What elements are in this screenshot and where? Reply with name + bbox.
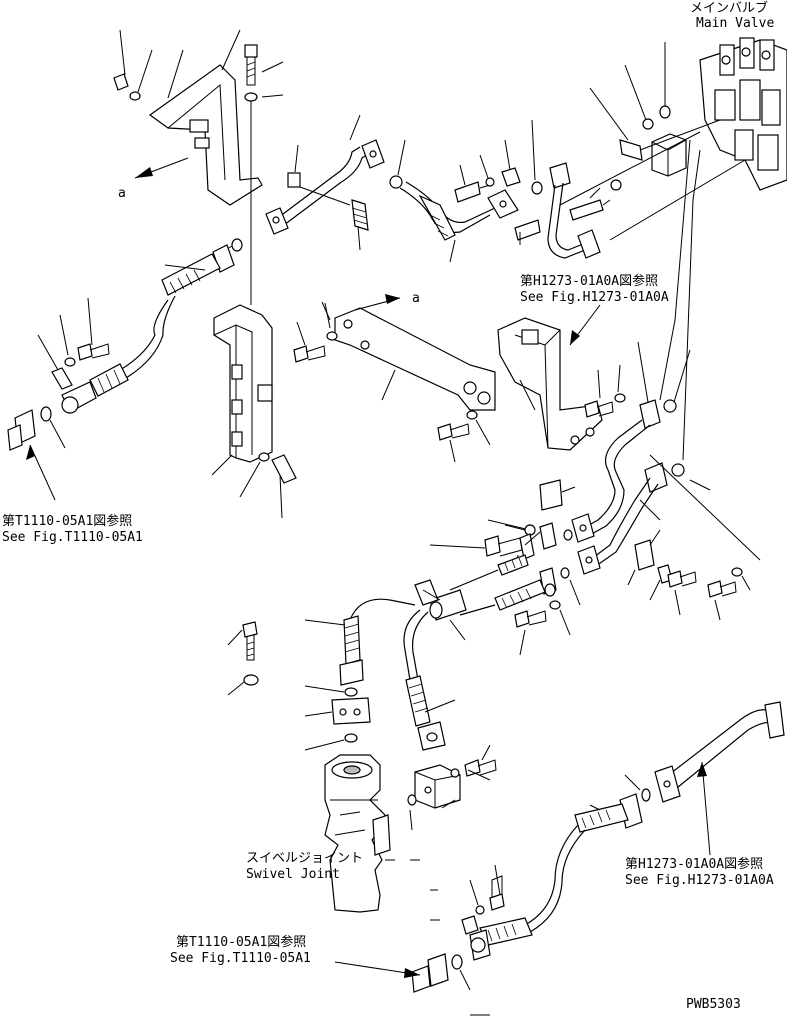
left-bolts — [37, 297, 110, 390]
drawing-number: PWB5303 — [686, 997, 741, 1012]
swivel-joint-label-jp: スイベルジョイント — [246, 851, 363, 866]
top-bolt — [244, 44, 284, 305]
u-pipe-upper — [547, 162, 622, 259]
view-a-label-right: a — [412, 291, 420, 306]
swivel-hoses — [304, 598, 456, 751]
ref-t1110-left-jp: 第T1110-05A1図参照 — [2, 513, 132, 529]
ref-arrowhead-bottom-right — [697, 762, 707, 777]
lower-flange-fitting — [411, 953, 471, 993]
top-clamps — [287, 144, 369, 251]
ref-t1110-left-en: See Fig.T1110-05A1 — [2, 530, 143, 545]
ref-arrowhead-left — [26, 445, 35, 460]
lower-bolts — [430, 864, 505, 935]
swivel-joint-label-en: Swivel Joint — [246, 867, 340, 882]
left-upper-hose — [61, 244, 235, 414]
lower-hose — [469, 793, 643, 961]
vertical-bracket — [211, 304, 297, 519]
ref-h1273-bottom-en: See Fig.H1273-01A0A — [625, 873, 774, 888]
ref-t1110-bottom-jp: 第T1110-05A1図参照 — [176, 934, 306, 950]
ref-h1273-bottom-jp: 第H1273-01A0A図参照 — [625, 856, 763, 872]
valve-block — [651, 133, 687, 177]
right-bracket-bolts — [584, 364, 626, 418]
center-hoses — [414, 554, 581, 656]
top-bracket — [113, 29, 263, 206]
ref-arrowhead-top — [570, 330, 580, 345]
ref-t1110-bottom-en: See Fig.T1110-05A1 — [170, 951, 311, 966]
right-lower-block — [407, 744, 497, 831]
main-valve-label-en: Main Valve — [696, 16, 774, 31]
ref-arrowhead-bottom-left — [404, 968, 420, 978]
main-valve-label-jp: メインバルブ — [690, 0, 768, 16]
center-plate-bolts — [293, 302, 491, 463]
view-a-label-left: a — [118, 186, 126, 201]
center-clamp-bolts — [429, 519, 573, 560]
view-a-arrowhead-right — [385, 294, 400, 304]
center-long-plate — [321, 301, 496, 411]
view-a-arrowhead-left — [135, 167, 153, 178]
right-steel-pipes — [571, 139, 761, 575]
swivel-joint — [324, 754, 391, 913]
lower-right-pipe — [624, 701, 785, 803]
center-upper-hose — [399, 119, 543, 263]
swivel-upper-blocks — [227, 621, 371, 751]
right-bracket — [497, 317, 603, 451]
ref-h1273-top-en: See Fig.H1273-01A0A — [520, 290, 669, 305]
ref-arrow-left — [29, 444, 56, 501]
left-flange-fitting — [7, 406, 66, 451]
main-valve — [699, 37, 787, 191]
ref-arrow-bottom-right — [701, 761, 711, 856]
upper-steel-pipe — [224, 114, 406, 252]
right-clamps — [539, 479, 751, 621]
valve-leaders — [559, 42, 746, 241]
ref-h1273-top-jp: 第H1273-01A0A図参照 — [520, 273, 658, 289]
